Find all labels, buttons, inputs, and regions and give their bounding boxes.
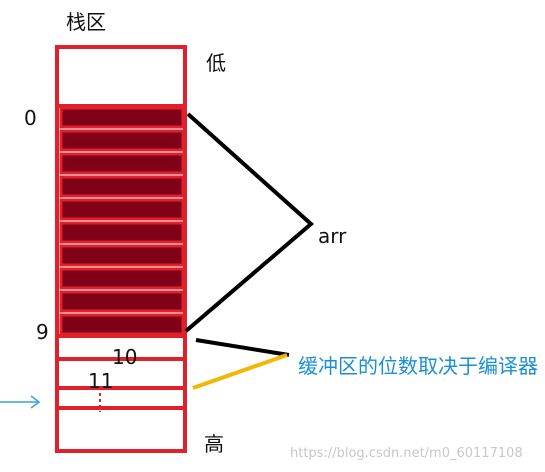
index-label-11: 11 bbox=[88, 369, 114, 393]
array-cell bbox=[59, 152, 185, 175]
array-cells bbox=[59, 106, 185, 336]
index-label-9: 9 bbox=[36, 320, 49, 344]
array-cell bbox=[59, 198, 185, 221]
note-pointer-line bbox=[192, 353, 288, 390]
diagram-title: 栈区 bbox=[66, 10, 106, 34]
array-cell bbox=[59, 129, 185, 152]
watermark: https://blog.csdn.net/m0_60117108 bbox=[290, 446, 523, 461]
array-cell bbox=[59, 313, 185, 336]
array-cell bbox=[59, 221, 185, 244]
low-address-label: 低 bbox=[206, 51, 226, 75]
array-cell bbox=[59, 244, 185, 267]
array-cell bbox=[59, 267, 185, 290]
arr-bracket bbox=[184, 112, 315, 333]
index-label-0: 0 bbox=[24, 106, 37, 130]
array-cell bbox=[59, 175, 185, 198]
arr-label: arr bbox=[318, 224, 347, 248]
left-arrow-icon bbox=[0, 395, 41, 409]
buffer-note: 缓冲区的位数取决于编译器 bbox=[298, 354, 538, 378]
buffer-pointer-line bbox=[195, 338, 290, 357]
array-cell bbox=[59, 106, 185, 129]
high-address-label: 高 bbox=[204, 432, 224, 456]
index-label-10: 10 bbox=[112, 345, 138, 369]
array-cell bbox=[59, 290, 185, 313]
